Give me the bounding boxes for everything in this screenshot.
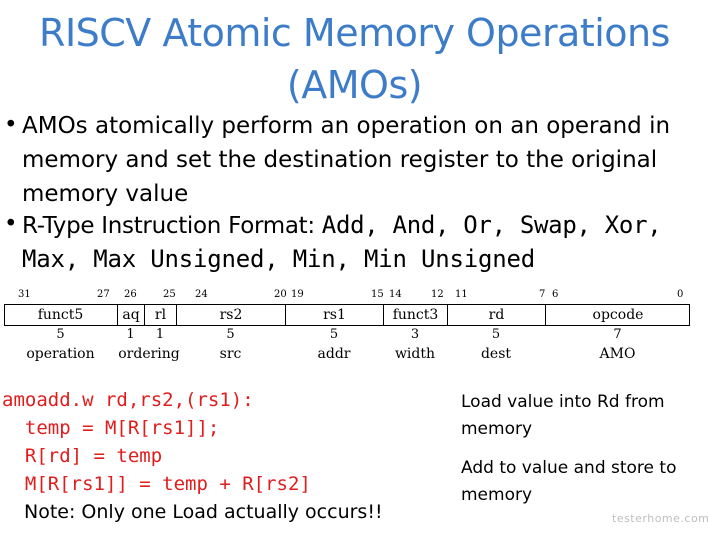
bullet-2-ops-2: Max, Max Unsigned, Min, Min Unsigned bbox=[22, 245, 535, 273]
width-funct5: 5 bbox=[56, 327, 65, 342]
bit-number: 14 bbox=[389, 289, 402, 300]
desc-addr: addr bbox=[317, 346, 351, 362]
bit-number: 0 bbox=[677, 289, 684, 300]
bullet-2-line-1: R-Type Instruction Format: Add, And, Or,… bbox=[22, 208, 662, 243]
note-text: Note: Only one Load actually occurs!! bbox=[24, 501, 383, 523]
bit-number: 11 bbox=[455, 289, 468, 300]
bullet-1-line-3: memory value bbox=[22, 181, 189, 207]
format-box bbox=[4, 304, 690, 326]
field-rd: rd bbox=[447, 304, 545, 326]
width-rs1: 5 bbox=[329, 327, 339, 342]
title-line-1: RISCV Atomic Memory Operations bbox=[39, 11, 670, 55]
bit-number: 12 bbox=[431, 289, 444, 300]
desc-amo: AMO bbox=[599, 346, 636, 362]
bullet-icon: • bbox=[4, 112, 18, 138]
bit-number: 24 bbox=[195, 289, 208, 300]
bullet-1-line-1: AMOs atomically perform an operation on … bbox=[22, 113, 671, 139]
code-line: amoadd.w rd,rs2,(rs1): bbox=[2, 389, 254, 411]
code-line: temp = M[R[rs1]]; bbox=[2, 417, 220, 439]
bullet-icon: • bbox=[4, 211, 18, 237]
field-opcode: opcode bbox=[545, 304, 690, 326]
desc-operation: operation bbox=[26, 346, 95, 362]
desc-src: src bbox=[219, 346, 242, 362]
code-line: R[rd] = temp bbox=[2, 445, 163, 467]
bit-number: 26 bbox=[124, 289, 137, 300]
width-funct3: 3 bbox=[410, 327, 420, 342]
side-note-load-line-2: memory bbox=[461, 419, 533, 439]
bit-number: 27 bbox=[97, 289, 110, 300]
bullet-1-line-2: memory and set the destination register … bbox=[22, 147, 658, 173]
field-funct3: funct3 bbox=[383, 304, 447, 326]
bullet-2-line-2: Max, Max Unsigned, Min, Min Unsigned bbox=[22, 242, 535, 277]
bit-number: 19 bbox=[291, 289, 304, 300]
width-aq: 1 bbox=[126, 327, 135, 342]
bit-number: 25 bbox=[163, 289, 176, 300]
bit-number: 31 bbox=[18, 289, 31, 300]
field-funct5: funct5 bbox=[37, 307, 84, 323]
bit-number: 6 bbox=[552, 289, 559, 300]
width-rd: 5 bbox=[491, 327, 501, 342]
side-note-add-line-1: Add to value and store to bbox=[461, 458, 677, 478]
bit-number: 7 bbox=[539, 289, 546, 300]
desc-ordering: ordering bbox=[118, 346, 180, 362]
instruction-format-diagram: 31 27 26 25 24 20 19 15 14 12 11 7 6 0 f… bbox=[4, 289, 696, 369]
title-line-2: (AMOs) bbox=[286, 63, 423, 107]
side-note-add-line-2: memory bbox=[461, 485, 533, 505]
field-aq: aq bbox=[117, 304, 144, 326]
bit-number: 15 bbox=[371, 289, 384, 300]
desc-width: width bbox=[394, 346, 436, 362]
width-rl: 1 bbox=[155, 327, 165, 342]
width-rs2: 5 bbox=[226, 327, 235, 342]
bit-number: 20 bbox=[274, 289, 287, 300]
bullet-2-prefix: R-Type Instruction Format: bbox=[22, 213, 322, 239]
field-rs2: rs2 bbox=[176, 304, 285, 326]
field-rl: rl bbox=[144, 304, 176, 326]
code-line: M[R[rs1]] = temp + R[rs2] bbox=[2, 473, 311, 495]
bullet-2-ops-1: Add, And, Or, Swap, Xor, bbox=[321, 211, 662, 239]
side-note-load-line-1: Load value into Rd from bbox=[461, 392, 665, 412]
desc-dest: dest bbox=[480, 346, 512, 362]
width-opcode: 7 bbox=[613, 327, 622, 342]
watermark: testerhome.com bbox=[612, 512, 709, 525]
field-rs1: rs1 bbox=[285, 304, 383, 326]
